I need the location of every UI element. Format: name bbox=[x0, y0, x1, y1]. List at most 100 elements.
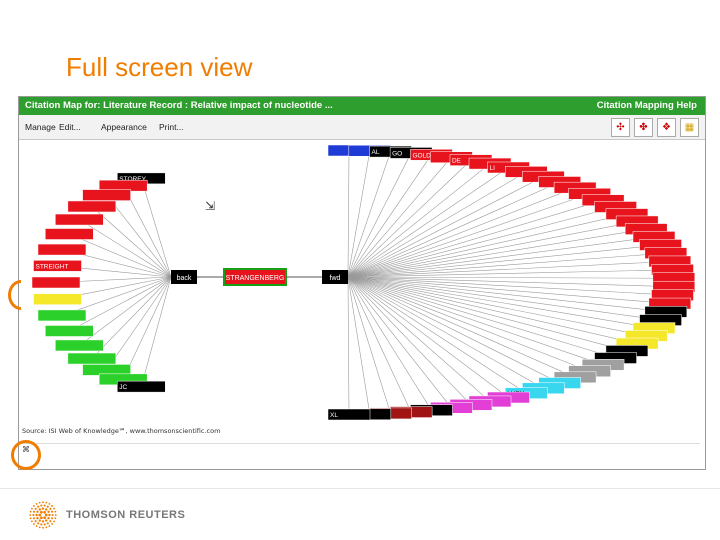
right-node-link bbox=[347, 276, 604, 366]
left-node-link bbox=[122, 185, 172, 278]
right-node-link bbox=[347, 276, 527, 394]
logo-dot bbox=[43, 516, 46, 520]
logo-dot bbox=[45, 526, 48, 529]
logo-dot bbox=[35, 525, 38, 527]
left-node-link bbox=[141, 178, 172, 278]
right-node-link bbox=[347, 276, 647, 337]
logo-dot bbox=[29, 517, 32, 520]
left-node[interactable] bbox=[55, 213, 104, 226]
right-node-link bbox=[347, 151, 391, 278]
citation-mapping-help-link[interactable]: Citation Mapping Help bbox=[596, 100, 697, 111]
left-node-link bbox=[106, 276, 172, 371]
right-node-link bbox=[347, 171, 527, 278]
layout-icon[interactable]: ❖ bbox=[657, 118, 676, 137]
logo-dot bbox=[34, 507, 37, 510]
footer-divider bbox=[0, 488, 720, 489]
logo-dot bbox=[35, 513, 38, 517]
highlight-circle bbox=[11, 440, 41, 470]
logo-dot bbox=[53, 520, 55, 523]
left-node-link bbox=[79, 276, 172, 346]
left-node[interactable] bbox=[82, 189, 131, 201]
right-node-link bbox=[347, 206, 616, 278]
right-node-link bbox=[347, 276, 560, 384]
toolbar: Manage Edit... Appearance Print... ✣ ✤ ❖… bbox=[19, 115, 705, 140]
logo-dot bbox=[33, 523, 35, 525]
left-node[interactable] bbox=[117, 380, 166, 393]
logo-dot bbox=[31, 520, 33, 523]
logo-dot bbox=[40, 504, 43, 507]
right-node[interactable] bbox=[327, 408, 371, 421]
right-node-link bbox=[347, 252, 666, 278]
forward-node[interactable] bbox=[322, 270, 348, 284]
logo-dot bbox=[50, 510, 54, 513]
left-node[interactable] bbox=[37, 309, 87, 322]
right-node-link bbox=[347, 276, 670, 304]
mouse-cursor-icon: ⇲ bbox=[205, 199, 215, 213]
right-node-link bbox=[347, 213, 627, 278]
right-node-link bbox=[347, 187, 576, 278]
left-node[interactable] bbox=[33, 260, 82, 272]
logo-dot bbox=[45, 519, 48, 522]
left-node[interactable] bbox=[67, 200, 117, 213]
right-node-link bbox=[347, 244, 661, 278]
right-node-link bbox=[347, 152, 412, 278]
left-node-link bbox=[91, 206, 172, 278]
left-node[interactable] bbox=[31, 276, 81, 289]
logo-dot bbox=[47, 510, 50, 513]
logo-dot bbox=[45, 508, 48, 511]
color-legend-icon[interactable]: ▦ bbox=[680, 118, 699, 137]
logo-dot bbox=[46, 522, 49, 525]
logo-dot bbox=[34, 520, 37, 523]
logo-dot bbox=[33, 505, 35, 507]
menu-edit[interactable]: Edit... bbox=[59, 122, 81, 132]
left-node-link bbox=[106, 194, 172, 278]
logo-dot bbox=[54, 510, 57, 513]
left-node-link bbox=[141, 276, 172, 387]
right-node-link bbox=[347, 236, 655, 278]
right-node-link bbox=[347, 221, 638, 278]
right-node-link bbox=[347, 276, 491, 402]
logo-dot bbox=[29, 514, 32, 516]
right-node-link bbox=[347, 163, 491, 278]
logo-dot bbox=[51, 505, 53, 507]
right-node-link bbox=[347, 199, 604, 278]
logo-dot bbox=[38, 501, 41, 504]
left-node-link bbox=[61, 276, 172, 316]
zoom-in-icon[interactable]: ✣ bbox=[611, 118, 630, 137]
menu-manage[interactable]: Manage bbox=[25, 122, 56, 132]
citation-map-canvas[interactable]: STOREYSTREIGHTJCALGOGOLDDELILUBYXL back … bbox=[19, 140, 705, 440]
right-node-link bbox=[347, 276, 412, 413]
logo-dot bbox=[48, 503, 51, 505]
logo-dot bbox=[37, 505, 40, 508]
left-node[interactable] bbox=[45, 228, 94, 240]
highlight-circle bbox=[8, 280, 21, 310]
logo-dot bbox=[43, 510, 46, 514]
right-node-link bbox=[347, 276, 472, 406]
left-node[interactable] bbox=[33, 293, 82, 305]
logo-dot bbox=[38, 508, 41, 511]
right-node-link bbox=[347, 276, 452, 408]
left-node[interactable] bbox=[55, 339, 104, 352]
logo-dot bbox=[42, 501, 44, 504]
logo-dot bbox=[40, 510, 43, 514]
menu-appearance[interactable]: Appearance bbox=[101, 122, 147, 132]
logo-dot bbox=[31, 507, 33, 510]
left-node-label: STOREY bbox=[119, 176, 146, 183]
zoom-out-icon[interactable]: ✤ bbox=[634, 118, 653, 137]
right-node-link bbox=[347, 150, 350, 278]
logo-dot bbox=[49, 507, 52, 510]
left-node[interactable] bbox=[37, 243, 87, 256]
logo-dot bbox=[40, 516, 43, 520]
menu-print[interactable]: Print... bbox=[159, 122, 184, 132]
right-node-link bbox=[347, 276, 544, 389]
left-node[interactable] bbox=[45, 325, 94, 337]
right-node-link bbox=[347, 276, 655, 329]
right-node-link bbox=[347, 276, 666, 313]
backward-node[interactable] bbox=[171, 270, 197, 284]
right-node-label: GOLD bbox=[412, 152, 431, 159]
logo-dot bbox=[32, 513, 35, 517]
forward-label: fwd bbox=[330, 275, 341, 282]
left-node-label: JC bbox=[119, 384, 127, 391]
logo-dot bbox=[51, 523, 53, 525]
left-node[interactable] bbox=[67, 352, 117, 365]
